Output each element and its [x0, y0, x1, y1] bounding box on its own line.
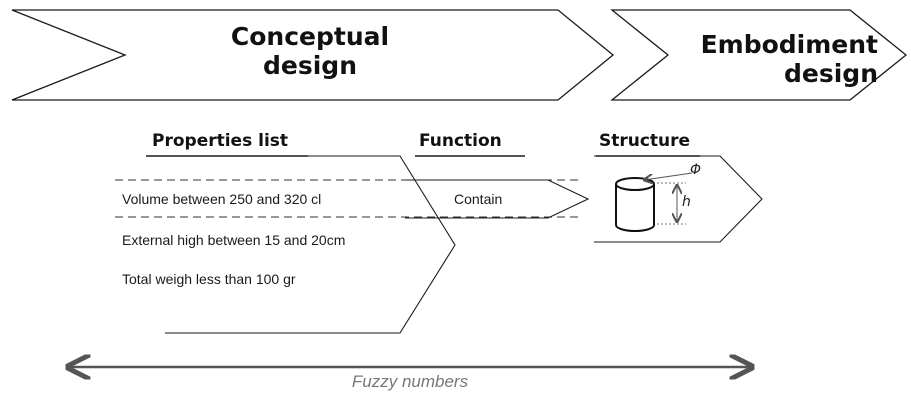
conceptual-phase-title: Conceptual design	[230, 22, 390, 80]
cylinder-icon	[615, 177, 655, 232]
properties-chevron	[165, 155, 456, 334]
property-item: Volume between 250 and 320 cl	[122, 191, 322, 207]
property-item: Total weigh less than 100 gr	[122, 271, 296, 287]
properties-list-header: Properties list	[152, 131, 289, 151]
structure-chevron	[594, 155, 763, 243]
embodiment-phase-chevron	[610, 9, 908, 101]
diameter-symbol: Φ	[690, 162, 702, 178]
function-header: Function	[419, 131, 502, 151]
function-chevron	[405, 179, 590, 219]
diameter-arrow	[644, 172, 693, 180]
fuzzy-numbers-caption: Fuzzy numbers	[351, 372, 469, 391]
conceptual-phase-chevron	[11, 9, 615, 101]
function-label: Contain	[454, 191, 503, 207]
structure-header: Structure	[599, 131, 691, 151]
property-item: External high between 15 and 20cm	[122, 232, 346, 248]
height-symbol: h	[682, 194, 691, 210]
embodiment-phase-title: Embodiment design	[700, 30, 878, 88]
